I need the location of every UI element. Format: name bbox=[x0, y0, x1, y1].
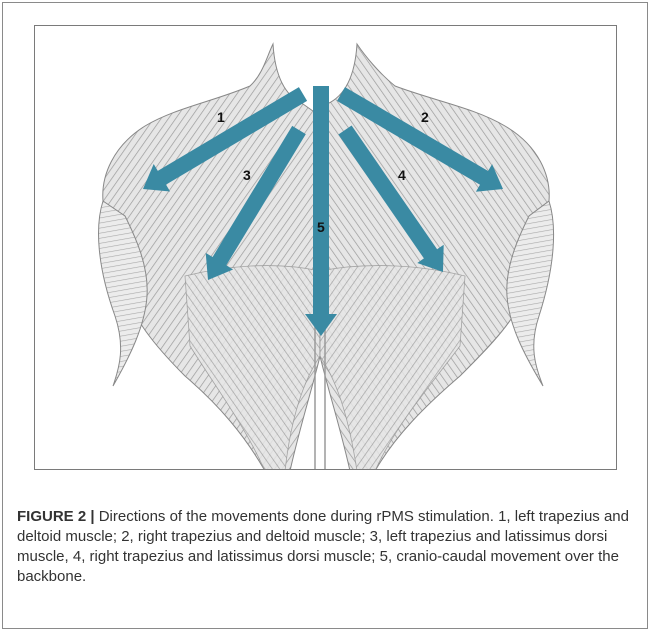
figure-label: FIGURE 2 | bbox=[17, 508, 95, 525]
arrow-number-1: 1 bbox=[217, 109, 225, 125]
back-muscles-illustration: 1 2 3 4 5 bbox=[35, 26, 617, 470]
arrow-number-2: 2 bbox=[421, 109, 429, 125]
arrow-number-5: 5 bbox=[317, 219, 325, 235]
arrow-number-3: 3 bbox=[243, 167, 251, 183]
arrow-number-4: 4 bbox=[398, 167, 406, 183]
figure-illustration: 1 2 3 4 5 bbox=[34, 25, 617, 470]
figure-caption: FIGURE 2 | Directions of the movements d… bbox=[17, 507, 629, 587]
figure-caption-text: Directions of the movements done during … bbox=[17, 508, 629, 585]
